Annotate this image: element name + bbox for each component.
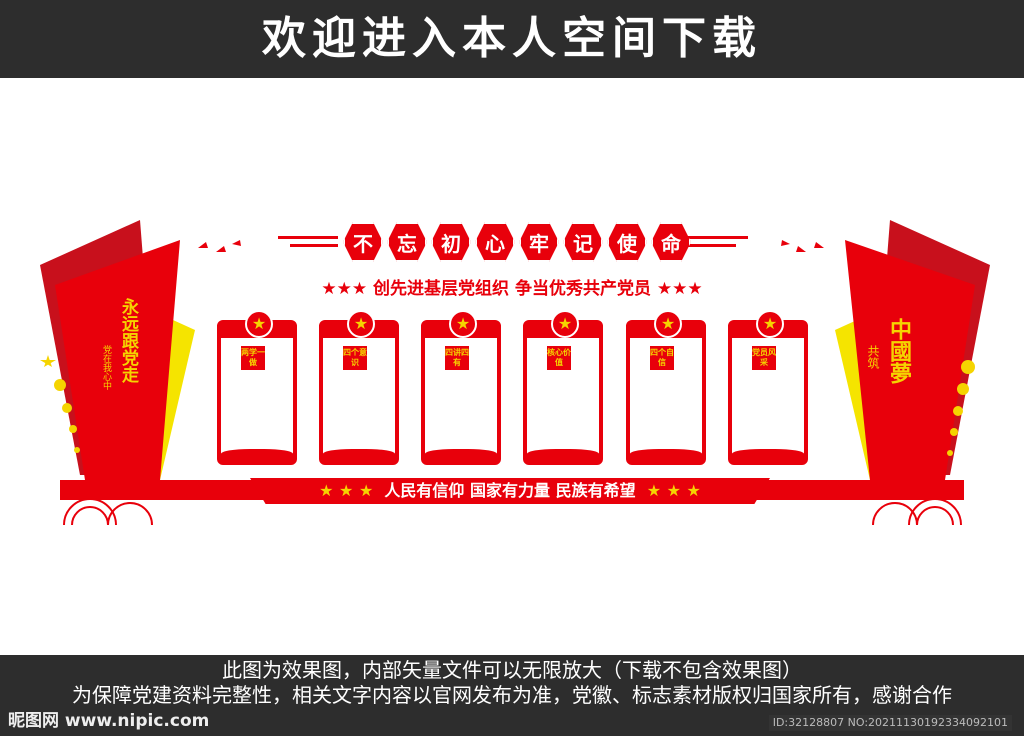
dove-icon: [198, 240, 241, 252]
wall-title: 不 忘 初 心 牢 记 使 命: [343, 222, 691, 262]
band-slogan: ★ ★ ★ 人民有信仰 国家有力量 民族有希望 ★ ★ ★: [250, 478, 770, 504]
star-icon: ★: [449, 310, 477, 338]
display-board: ★ 党员风采: [728, 310, 808, 465]
board-label: 四个自信: [650, 346, 674, 370]
star-icon: ★: [756, 310, 784, 338]
title-char: 初: [431, 222, 471, 262]
band-stars: ★ ★ ★: [646, 481, 701, 500]
board-label: 四个意识: [343, 346, 367, 370]
display-board: ★ 四个自信: [626, 310, 706, 465]
left-panel-slogan: 永远跟党走: [118, 298, 138, 383]
star-icon: ★: [551, 310, 579, 338]
title-char: 使: [607, 222, 647, 262]
board-label: 党员风采: [752, 346, 776, 370]
title-char: 忘: [387, 222, 427, 262]
display-board: ★ 四讲四有: [421, 310, 501, 465]
star-icon: ★: [654, 310, 682, 338]
right-panel-slogan: 中國夢: [886, 318, 911, 384]
footer-note: 此图为效果图，内部矢量文件可以无限放大（下载不包含效果图）: [222, 658, 802, 682]
footer-disclaimer: 为保障党建资料完整性，相关文字内容以官网发布为准，党徽、标志素材版权归国家所有，…: [72, 683, 952, 707]
cloud-ornament-left: [63, 498, 153, 525]
wall-subtitle: ★★★ 创先进基层党组织 争当优秀共产党员 ★★★: [321, 279, 703, 299]
title-line-left: [290, 244, 338, 247]
title-char: 不: [343, 222, 383, 262]
band-text: 人民有信仰 国家有力量 民族有希望: [384, 481, 636, 500]
display-board: ★ 核心价值: [523, 310, 603, 465]
image-id: ID:32128807 NO:20211130192334092101: [768, 715, 1012, 731]
title-line-right: [688, 244, 736, 247]
title-char: 记: [563, 222, 603, 262]
right-flag-panel: [835, 220, 990, 480]
page-title: 欢迎进入本人空间下载: [0, 0, 1024, 78]
title-char: 心: [475, 222, 515, 262]
watermark: 昵图网 www.nipic.com: [8, 711, 210, 731]
star-icon: ★: [347, 310, 375, 338]
display-board: ★ 两学一做: [217, 310, 297, 465]
board-label: 四讲四有: [445, 346, 469, 370]
title-char: 命: [651, 222, 691, 262]
title-char: 牢: [519, 222, 559, 262]
dove-icon: [781, 240, 824, 252]
title-line-left: [278, 236, 338, 239]
left-panel-subslogan: 党在我心中: [101, 345, 111, 390]
cloud-ornament-right: [872, 498, 962, 525]
board-label: 核心价值: [547, 346, 571, 370]
left-flag-panel: [40, 220, 195, 480]
board-label: 两学一做: [241, 346, 265, 370]
right-panel-subslogan: 共筑: [866, 345, 880, 369]
band-stars: ★ ★ ★: [319, 481, 374, 500]
star-icon: ★: [245, 310, 273, 338]
footer: 此图为效果图，内部矢量文件可以无限放大（下载不包含效果图） 为保障党建资料完整性…: [0, 655, 1024, 736]
title-line-right: [688, 236, 748, 239]
display-board: ★ 四个意识: [319, 310, 399, 465]
